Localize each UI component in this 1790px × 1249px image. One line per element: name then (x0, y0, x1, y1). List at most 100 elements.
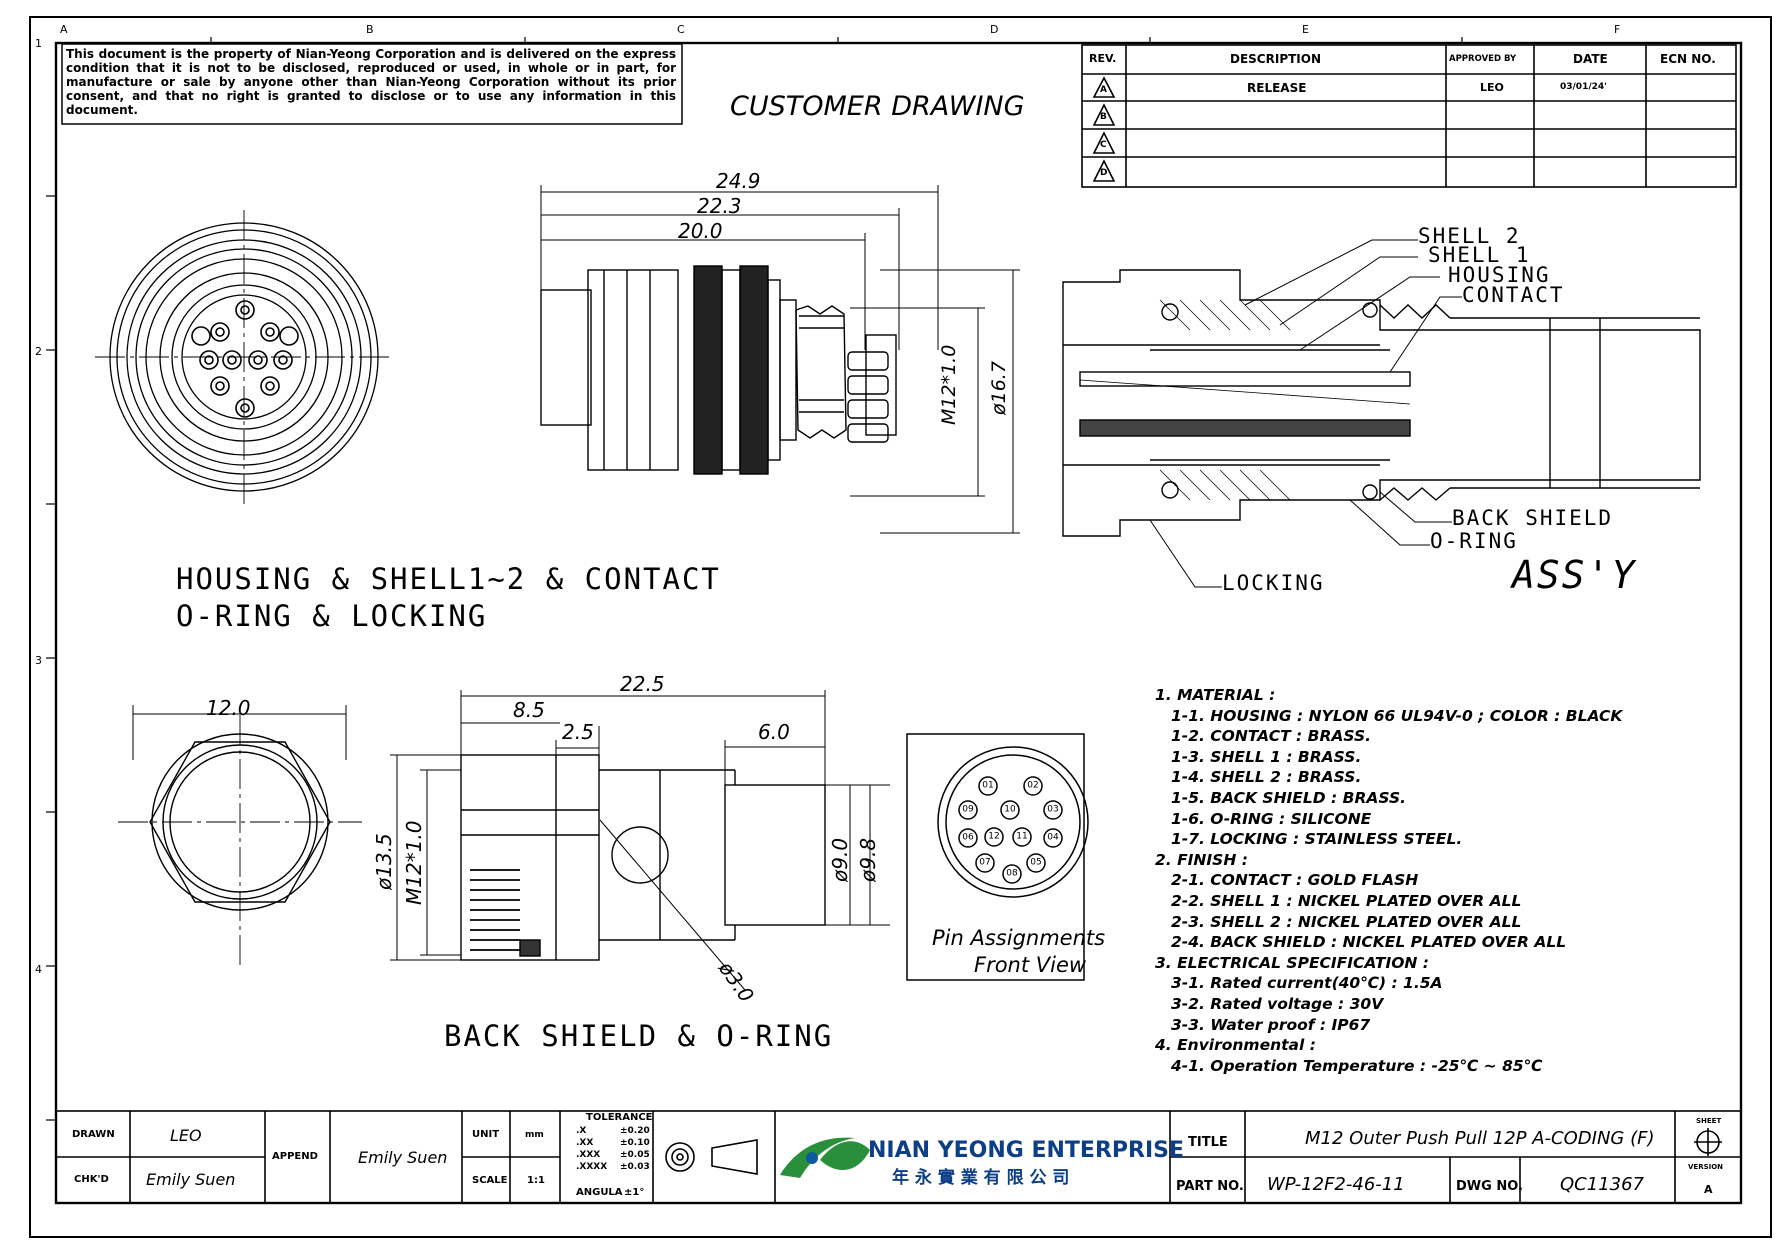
pin-06: 06 (962, 832, 974, 843)
hex-view-bottom (118, 705, 362, 965)
chkd-value: Emily Suen (146, 1170, 236, 1189)
dim-24-9: 24.9 (716, 169, 761, 193)
dim-12-0: 12.0 (206, 696, 251, 720)
note-2-4: 2-4. BACK SHIELD : NICKEL PLATED OVER AL… (1171, 933, 1567, 952)
company-logo-mark (780, 1137, 870, 1178)
note-1-4: 1-4. SHELL 2 : BRASS. (1171, 768, 1362, 787)
assembly-section (1062, 269, 1701, 537)
tol-key-5: ANGULA (576, 1187, 623, 1198)
tol-key-3: .XXX (576, 1150, 601, 1160)
caption-lower: BACK SHIELD & O-RING (444, 1019, 834, 1053)
dwg-no-value: QC11367 (1560, 1174, 1644, 1195)
zone-letter-e: E (1302, 23, 1309, 36)
assembly-label: ASS'Y (1512, 553, 1637, 597)
dim-22-5: 22.5 (620, 672, 665, 696)
tol-key-4: .XXXX (576, 1162, 608, 1172)
pin-07: 07 (979, 857, 991, 868)
rev-a-date: 03/01/24' (1560, 82, 1607, 92)
notes-block: 1. MATERIAL : 1-1. HOUSING : NYLON 66 UL… (1155, 685, 1622, 1076)
note-2-2: 2-2. SHELL 1 : NICKEL PLATED OVER ALL (1171, 891, 1522, 910)
note-3-2: 3-2. Rated voltage : 30V (1171, 994, 1384, 1013)
title-value: M12 Outer Push Pull 12P A-CODING (F) (1305, 1128, 1655, 1149)
rev-b-letter: B (1100, 112, 1107, 122)
description-header: DESCRIPTION (1230, 52, 1322, 66)
title-label: TITLE (1188, 1135, 1228, 1150)
zone-letter-b: B (366, 23, 374, 36)
append-label: APPEND (272, 1151, 318, 1162)
note-3-1: 3-1. Rated current(40℃) : 1.5A (1171, 974, 1443, 993)
dim-9-0: ø9.0 (828, 837, 852, 882)
note-1-6: 1-6. O-RING : SILICONE (1171, 809, 1372, 828)
pin-11: 11 (1016, 831, 1028, 842)
dims-top (540, 185, 1020, 534)
scale-value: 1:1 (527, 1175, 545, 1186)
rev-a-approved: LEO (1480, 81, 1504, 94)
drawing-title: CUSTOMER DRAWING (730, 91, 1025, 122)
dims-bottom (390, 690, 890, 961)
dim-9-8: ø9.8 (856, 837, 880, 882)
dim-8-5: 8.5 (513, 698, 545, 722)
pin-08: 08 (1006, 868, 1018, 879)
zone-number-1: 1 (35, 37, 42, 50)
tol-key-1: .X (576, 1126, 587, 1136)
callout-shell-2: SHELL 2 (1418, 224, 1521, 248)
rev-header: REV. (1089, 52, 1117, 65)
tol-val-5: ±1° (624, 1187, 645, 1198)
ecn-header: ECN NO. (1660, 52, 1716, 66)
pin-04: 04 (1047, 832, 1059, 843)
sheet-label: SHEET (1696, 1117, 1722, 1125)
dim-13-5: ø13.5 (372, 833, 396, 890)
caption-upper-line1: HOUSING & SHELL1~2 & CONTACT (176, 562, 721, 596)
unit-value: mm (525, 1130, 544, 1140)
date-header: DATE (1573, 52, 1608, 66)
caption-upper-line2: O-RING & LOCKING (176, 599, 488, 633)
tol-val-2: ±0.10 (620, 1138, 650, 1148)
chkd-label: CHK'D (74, 1174, 109, 1185)
zone-letter-d: D (990, 23, 999, 36)
note-1-1: 1-1. HOUSING : NYLON 66 UL94V-0 ; COLOR … (1171, 706, 1623, 725)
note-2: 2. FINISH : (1155, 850, 1248, 869)
zone-letter-a: A (60, 23, 68, 36)
part-no-label: PART NO. (1176, 1179, 1244, 1194)
scale-label: SCALE (472, 1175, 508, 1186)
pin-02: 02 (1027, 780, 1039, 791)
note-3-3: 3-3. Water proof : IP67 (1171, 1015, 1371, 1034)
front-view-top (95, 210, 393, 505)
tol-val-1: ±0.20 (620, 1126, 650, 1136)
note-2-1: 2-1. CONTACT : GOLD FLASH (1171, 871, 1419, 890)
pin-box (906, 733, 1089, 981)
note-1-7: 1-7. LOCKING : STAINLESS STEEL. (1171, 830, 1463, 849)
pin-01: 01 (982, 780, 994, 791)
dim-20-0: 20.0 (678, 219, 723, 243)
version-value: A (1704, 1183, 1713, 1196)
callout-shell-1: SHELL 1 (1428, 243, 1531, 267)
version-label: VERSION (1688, 1163, 1724, 1171)
dim-6-0: 6.0 (758, 720, 790, 744)
note-4-1: 4-1. Operation Temperature : -25℃ ~ 85℃ (1171, 1056, 1543, 1075)
append-value: Emily Suen (358, 1148, 448, 1167)
pin-10: 10 (1004, 804, 1016, 815)
note-1: 1. MATERIAL : (1155, 686, 1276, 704)
pin-12: 12 (988, 831, 1000, 842)
unit-label: UNIT (472, 1129, 500, 1140)
callout-o-ring: O-RING (1430, 529, 1518, 553)
note-1-3: 1-3. SHELL 1 : BRASS. (1171, 747, 1362, 766)
callout-housing: HOUSING (1448, 263, 1551, 287)
assembly-leaders (1149, 239, 1462, 588)
note-2-3: 2-3. SHELL 2 : NICKEL PLATED OVER ALL (1171, 912, 1522, 931)
callout-contact: CONTACT (1462, 283, 1565, 307)
drawn-label: DRAWN (72, 1129, 115, 1140)
note-1-5: 1-5. BACK SHIELD : BRASS. (1171, 788, 1407, 807)
drawn-value: LEO (170, 1126, 202, 1145)
note-3: 3. ELECTRICAL SPECIFICATION : (1155, 953, 1429, 972)
title-block-lines (55, 1110, 1742, 1204)
dim-m12-top: M12*1.0 (938, 344, 960, 425)
rev-a-description: RELEASE (1247, 81, 1307, 95)
company-name-en: NIAN YEONG ENTERPRISE (868, 1138, 1185, 1163)
tol-val-3: ±0.05 (620, 1150, 650, 1160)
zone-number-3: 3 (35, 654, 42, 667)
note-1-2: 1-2. CONTACT : BRASS. (1171, 727, 1372, 746)
zone-number-2: 2 (35, 345, 42, 358)
callout-locking: LOCKING (1222, 571, 1325, 595)
